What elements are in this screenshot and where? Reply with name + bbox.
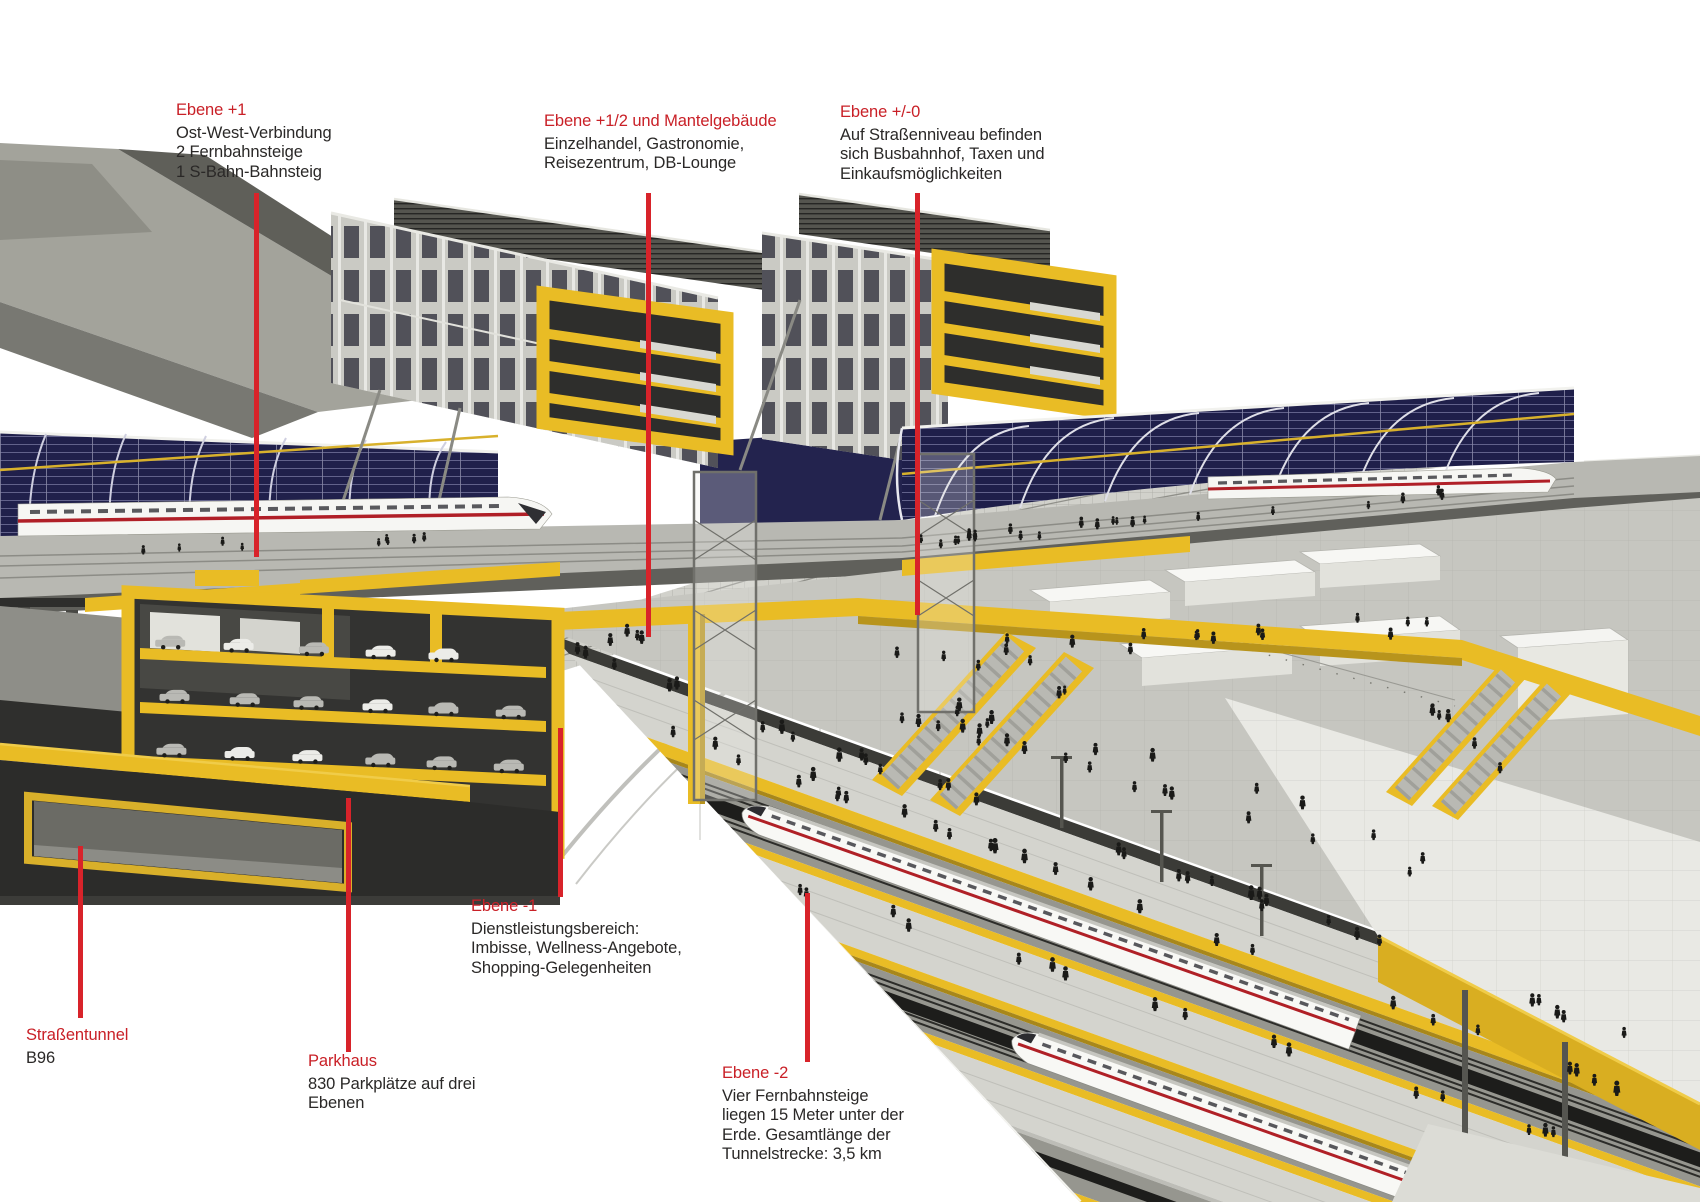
- building-east: [738, 192, 1117, 521]
- label-ebene-0: Ebene +/-0 Auf Straßenniveau befinden si…: [840, 103, 1045, 183]
- label-title: Ebene +1/2 und Mantelgebäude: [544, 112, 777, 130]
- leader-line-ebene-plus1: [254, 193, 259, 557]
- label-title: Ebene -2: [722, 1064, 789, 1082]
- label-parkhaus: Parkhaus 830 Parkplätze auf drei Ebenen: [308, 1052, 476, 1112]
- strassentunnel: [0, 742, 560, 905]
- label-title: Ebene +/-0: [840, 103, 921, 121]
- leader-line-parkhaus: [346, 798, 351, 1052]
- label-ebene-plus12: Ebene +1/2 und Mantelgebäude Einzelhande…: [544, 112, 777, 172]
- east-floor-plane: [1225, 698, 1700, 1202]
- label-title: Ebene +1: [176, 101, 247, 119]
- label-ebene-minus2: Ebene -2 Vier Fernbahnsteige liegen 15 M…: [722, 1064, 904, 1163]
- building-west: [328, 197, 863, 541]
- elevator-towers: [692, 452, 976, 802]
- escalators: [872, 632, 1572, 820]
- label-strassentunnel: Straßentunnel B96: [26, 1026, 129, 1067]
- east-hall-roof-left-strip: [700, 428, 902, 534]
- leader-line-ebene-minus2: [805, 893, 810, 1062]
- label-title: Ebene -1: [471, 897, 538, 915]
- label-title: Parkhaus: [308, 1052, 377, 1070]
- leader-line-ebene-minus1: [558, 728, 563, 897]
- label-ebene-minus1: Ebene -1 Dienstleistungsbereich: Imbisse…: [471, 897, 682, 977]
- label-title: Straßentunnel: [26, 1026, 129, 1044]
- label-ebene-plus1: Ebene +1 Ost-West-Verbindung 2 Fernbahns…: [176, 101, 332, 181]
- leader-line-ebene-plus12: [646, 193, 651, 637]
- leader-line-strassentunnel: [78, 846, 83, 1018]
- east-hall-roof: [895, 386, 1575, 521]
- leader-line-ebene-0: [915, 193, 920, 615]
